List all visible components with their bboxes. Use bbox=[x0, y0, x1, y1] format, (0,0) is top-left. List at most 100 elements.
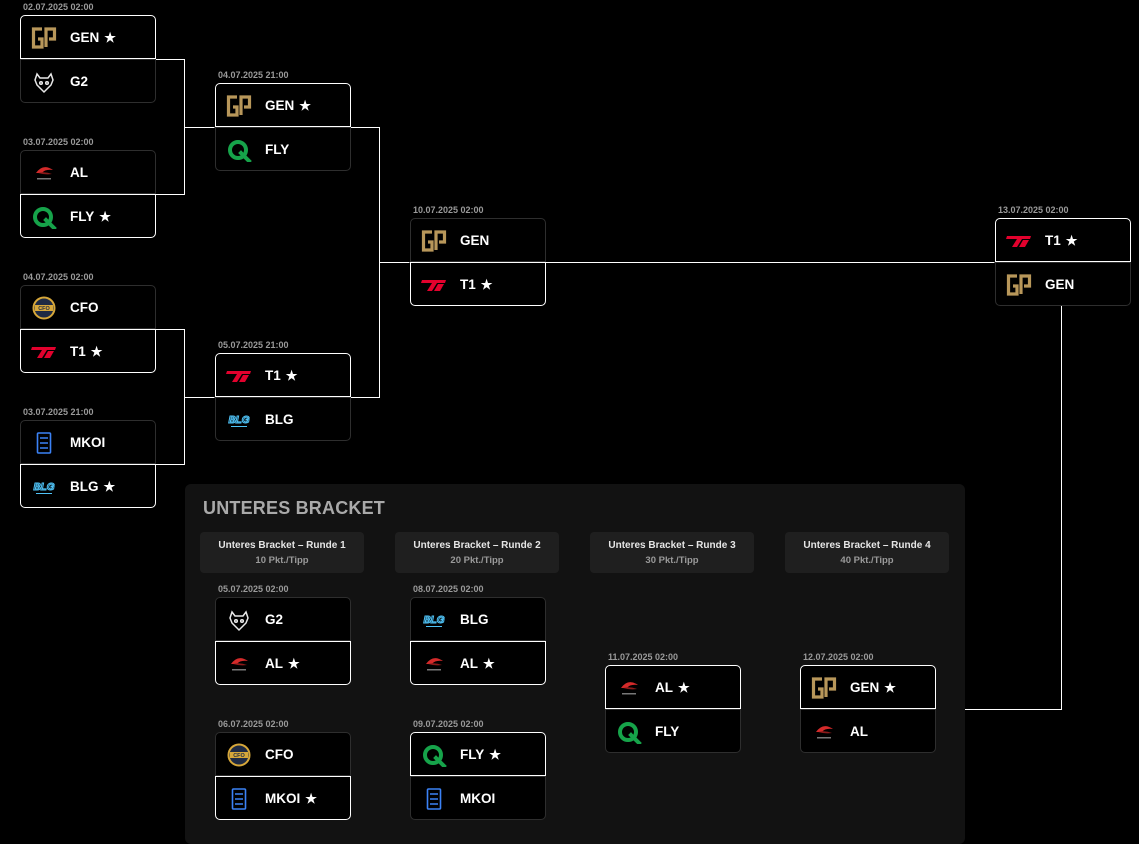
fly-logo-icon bbox=[226, 138, 252, 162]
team-row-blg[interactable]: BLG BLG bbox=[215, 397, 351, 441]
team-name-text: AL bbox=[70, 165, 88, 180]
team-row-gen[interactable]: GEN bbox=[995, 262, 1131, 306]
team-name: BLG bbox=[265, 412, 294, 427]
team-row-mkoi[interactable]: MKOI bbox=[20, 420, 156, 464]
team-row-gen[interactable]: GEN bbox=[410, 218, 546, 262]
match-date: 05.07.2025 21:00 bbox=[218, 340, 289, 350]
team-name: MKOI bbox=[70, 435, 105, 450]
team-row-t1[interactable]: T1★ bbox=[215, 353, 351, 397]
team-name-text: T1 bbox=[70, 344, 86, 359]
blg-logo-icon: BLG bbox=[421, 608, 447, 632]
round-name: Unteres Bracket – Runde 1 bbox=[218, 540, 346, 551]
cfo-logo-icon: CFO bbox=[31, 296, 57, 320]
match-date: 04.07.2025 21:00 bbox=[218, 70, 289, 80]
round-header-2: Unteres Bracket – Runde 2 20 Pkt./Tipp bbox=[395, 532, 559, 573]
team-name: AL bbox=[70, 165, 88, 180]
team-row-blg[interactable]: BLG BLG bbox=[410, 597, 546, 641]
team-name-text: CFO bbox=[265, 747, 294, 762]
team-name-text: T1 bbox=[460, 277, 476, 292]
team-row-al[interactable]: AL bbox=[20, 150, 156, 194]
team-row-mkoi[interactable]: MKOI bbox=[410, 776, 546, 820]
g2-logo-icon bbox=[31, 70, 57, 94]
mkoi-logo-icon bbox=[421, 787, 447, 811]
t1-logo-icon bbox=[421, 273, 447, 297]
match-date: 06.07.2025 02:00 bbox=[218, 719, 289, 729]
team-name-text: AL bbox=[850, 724, 868, 739]
team-name: AL bbox=[850, 724, 868, 739]
team-name: GEN★ bbox=[265, 98, 311, 114]
round-points: 20 Pkt./Tipp bbox=[450, 555, 504, 566]
team-row-al[interactable]: AL bbox=[800, 709, 936, 753]
match-date: 08.07.2025 02:00 bbox=[413, 584, 484, 594]
team-row-t1[interactable]: T1★ bbox=[20, 329, 156, 373]
match-date: 13.07.2025 02:00 bbox=[998, 205, 1069, 215]
team-name: BLG bbox=[460, 612, 489, 627]
team-row-t1[interactable]: T1★ bbox=[995, 218, 1131, 262]
round-points: 40 Pkt./Tipp bbox=[840, 555, 894, 566]
t1-logo-icon bbox=[1006, 229, 1032, 253]
match-date: 12.07.2025 02:00 bbox=[803, 652, 874, 662]
team-name: FLY bbox=[265, 142, 289, 157]
al-logo-icon bbox=[616, 676, 642, 700]
team-name: G2 bbox=[70, 74, 88, 89]
winner-star-icon: ★ bbox=[483, 656, 495, 671]
team-name-text: BLG bbox=[265, 412, 294, 427]
team-name: GEN★ bbox=[70, 30, 116, 46]
team-name-text: T1 bbox=[265, 368, 281, 383]
team-row-gen[interactable]: GEN★ bbox=[215, 83, 351, 127]
team-name-text: BLG bbox=[70, 479, 99, 494]
match-date: 04.07.2025 02:00 bbox=[23, 272, 94, 282]
team-name: FLY bbox=[655, 724, 679, 739]
team-name: T1★ bbox=[460, 277, 492, 293]
winner-star-icon: ★ bbox=[104, 30, 116, 45]
al-logo-icon bbox=[811, 720, 837, 744]
team-row-fly[interactable]: FLY★ bbox=[20, 194, 156, 238]
team-name-text: FLY bbox=[70, 209, 95, 224]
lower-bracket-title: UNTERES BRACKET bbox=[203, 498, 386, 518]
team-row-gen[interactable]: GEN ★ bbox=[800, 665, 936, 709]
team-name-text: G2 bbox=[70, 74, 89, 89]
team-row-t1[interactable]: T1★ bbox=[410, 262, 546, 306]
al-logo-icon bbox=[421, 652, 447, 676]
team-row-gen[interactable]: GEN★ bbox=[20, 15, 156, 59]
svg-text:CFO: CFO bbox=[38, 306, 50, 312]
gen-logo-icon bbox=[1006, 273, 1032, 297]
team-row-g2[interactable]: G2 bbox=[20, 59, 156, 103]
team-row-al[interactable]: AL★ bbox=[605, 665, 741, 709]
svg-text:BLG: BLG bbox=[228, 415, 249, 426]
team-name-text: AL bbox=[655, 680, 673, 695]
round-header-4: Unteres Bracket – Runde 4 40 Pkt./Tipp bbox=[785, 532, 949, 573]
team-row-al[interactable]: AL★ bbox=[215, 641, 351, 685]
team-name-text: GEN bbox=[265, 98, 295, 113]
team-row-fly[interactable]: FLY★ bbox=[410, 732, 546, 776]
team-name-text: GEN bbox=[850, 680, 880, 695]
team-name-text: G2 bbox=[265, 612, 284, 627]
match-date: 02.07.2025 02:00 bbox=[23, 2, 94, 12]
winner-star-icon: ★ bbox=[884, 680, 896, 695]
team-name-text: AL bbox=[460, 656, 478, 671]
team-name: CFO bbox=[265, 747, 294, 762]
team-row-mkoi[interactable]: MKOI★ bbox=[215, 776, 351, 820]
team-name-text: FLY bbox=[265, 142, 290, 157]
team-name-text: T1 bbox=[1045, 233, 1061, 248]
gen-logo-icon bbox=[31, 26, 57, 50]
team-row-fly[interactable]: FLY bbox=[605, 709, 741, 753]
team-row-fly[interactable]: FLY bbox=[215, 127, 351, 171]
al-logo-icon bbox=[31, 161, 57, 185]
blg-logo-icon: BLG bbox=[31, 475, 57, 499]
svg-text:BLG: BLG bbox=[423, 615, 444, 626]
team-name: T1★ bbox=[265, 368, 297, 384]
g2-logo-icon bbox=[226, 608, 252, 632]
team-row-al[interactable]: AL ★ bbox=[410, 641, 546, 685]
round-name: Unteres Bracket – Runde 2 bbox=[413, 540, 541, 551]
team-row-g2[interactable]: G2 bbox=[215, 597, 351, 641]
